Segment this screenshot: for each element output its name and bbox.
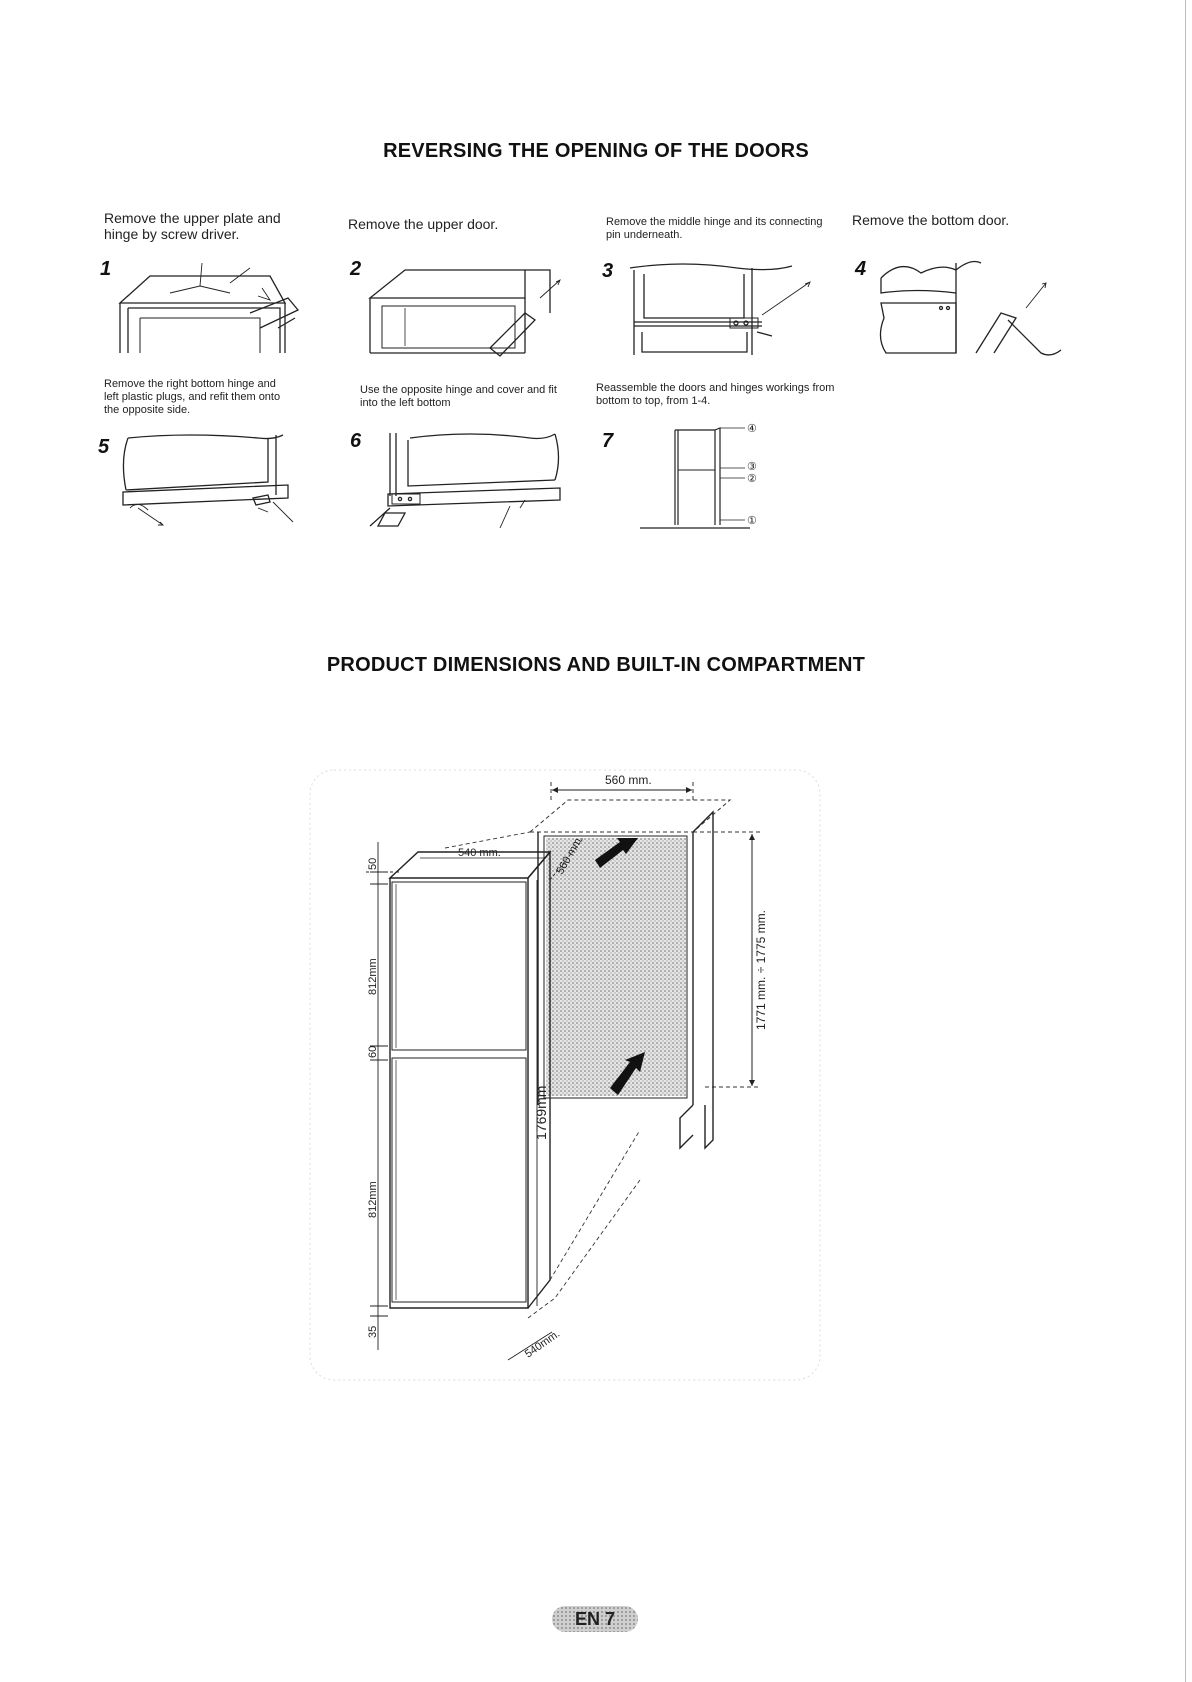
page-number-badge: EN 7: [552, 1606, 638, 1632]
step-2-figure: [368, 269, 561, 357]
section-title-reversing-doors: REVERSING THE OPENING OF THE DOORS: [383, 140, 809, 162]
step-7-number: 7: [602, 430, 614, 452]
step-5-text: Remove the right bottom hinge and left p…: [104, 378, 281, 416]
dim-depth-appliance: 540mm.: [523, 1328, 562, 1361]
dim-width-top: 560 mm.: [605, 773, 652, 787]
step-2-number: 2: [350, 258, 362, 280]
dim-bottom-gap: 35: [367, 1326, 379, 1338]
dim-width-appliance: 540 mm.: [458, 847, 501, 859]
fig7-label-1: ①: [747, 515, 757, 527]
fig7-label-4: ④: [747, 423, 757, 435]
dim-top-gap: 50: [367, 858, 379, 870]
step-1-text: Remove the upper plate and hinge by scre…: [104, 210, 281, 242]
dim-upper-door: 812mm: [367, 958, 379, 995]
step-3-text: Remove the middle hinge and its connecti…: [606, 216, 823, 241]
step-4-text: Remove the bottom door.: [852, 212, 1010, 228]
step-6-number: 6: [350, 430, 362, 452]
fig7-label-2: ②: [747, 473, 757, 485]
step-5-figure: [122, 434, 294, 526]
compartment-interior: [546, 838, 686, 1096]
step-7-figure: ④ ③ ② ①: [640, 423, 757, 529]
step-5-number: 5: [98, 436, 110, 458]
step-3-number: 3: [602, 260, 614, 282]
step-6-figure: [369, 433, 561, 529]
step-1-figure: [118, 262, 300, 353]
step-3-figure: [629, 263, 811, 355]
step-4-figure: [879, 260, 1062, 356]
step-7-text: Reassemble the doors and hinges workings…: [596, 382, 835, 407]
section-title-product-dimensions: PRODUCT DIMENSIONS AND BUILT-IN COMPARTM…: [326, 654, 866, 676]
step-6-text: Use the opposite hinge and cover and fit…: [360, 384, 557, 409]
step-4-number: 4: [855, 258, 867, 280]
step-2-text: Remove the upper door.: [348, 216, 499, 232]
step-1-number: 1: [100, 258, 112, 280]
dim-height-appliance: 1769mm: [533, 1086, 549, 1140]
fig7-label-3: ③: [747, 461, 757, 473]
page-edge-line: [1185, 0, 1186, 1682]
dim-height-compartment: 1771 mm. ÷ 1775 mm.: [754, 910, 768, 1030]
dimensions-diagram: 560 mm. 560 mm. 1771 mm. ÷ 1775 mm. 540 …: [309, 769, 821, 1381]
dim-middle-gap: 60: [367, 1046, 379, 1058]
diagram-frame: [309, 769, 821, 1381]
dim-lower-door: 812mm: [367, 1181, 379, 1218]
